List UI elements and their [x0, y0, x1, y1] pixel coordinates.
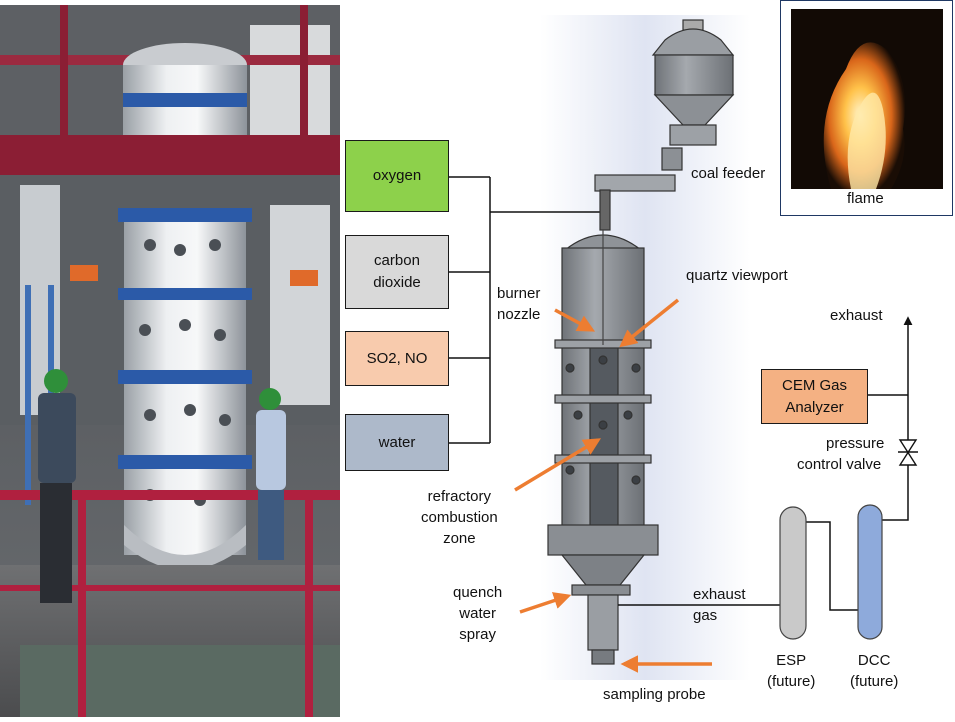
esp-vessel	[779, 506, 807, 640]
exhaust-gas-line	[618, 316, 913, 611]
oxygen-label: oxygen	[372, 167, 422, 184]
facility-photo	[0, 5, 340, 717]
quench-arrow	[519, 592, 572, 614]
oxygen-box: oxygen	[345, 140, 449, 212]
pressure-valve-label-2: control valve	[797, 456, 882, 473]
quartz-viewport-label: quartz viewport	[686, 267, 788, 284]
dcc-label: DCC(future)	[850, 652, 899, 690]
flame-caption: flame	[847, 190, 884, 207]
water-box: water	[345, 414, 449, 471]
refractory-arrow	[514, 438, 601, 492]
viewport-arrow	[619, 298, 680, 348]
flame-photo	[791, 9, 943, 189]
coal-feeder-label: coal feeder	[691, 165, 766, 182]
exhaust-label: exhaust	[830, 307, 883, 324]
orange-pointers	[514, 298, 712, 673]
water-label: water	[378, 433, 416, 451]
so2-no-box: SO2, NO	[345, 331, 449, 386]
pressure-valve-label: pressure	[826, 435, 885, 452]
reactor-vessel	[547, 230, 659, 665]
gas-manifold-lines	[449, 176, 603, 444]
esp-label: ESP(future)	[767, 652, 816, 690]
coal-feeder-icon	[594, 19, 735, 231]
pressure-valve-icon	[898, 439, 918, 466]
flame-inset: flame	[780, 0, 953, 216]
dcc-vessel	[857, 504, 883, 640]
sampling-probe-label: sampling probe	[603, 686, 706, 703]
so2-no-label: SO2, NO	[366, 349, 428, 367]
burner-arrow	[554, 308, 596, 332]
